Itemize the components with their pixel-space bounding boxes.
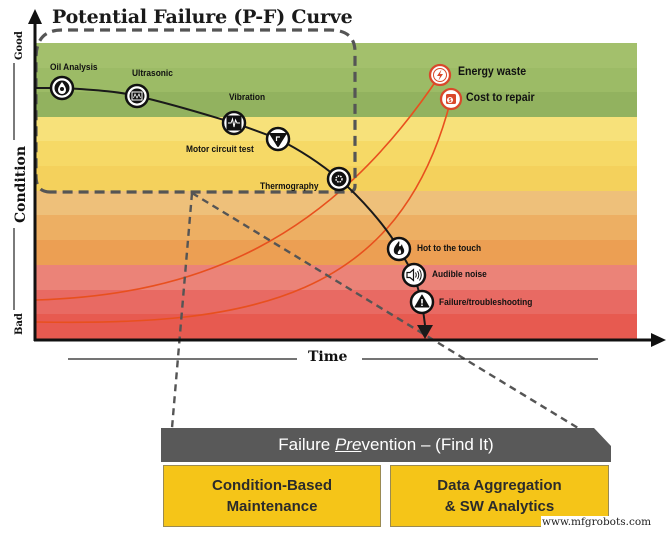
y-axis-good-label: Good [14,31,25,60]
band-orange-2 [36,215,637,240]
label-oil-analysis: Oil Analysis [50,62,98,73]
box-line-1: Data Aggregation [437,477,562,494]
speaker-icon [401,262,427,288]
condition-based-maintenance-box: Condition-Based Maintenance [163,465,381,527]
x-axis-arrow-icon [651,333,666,347]
label-motor-circuit-test: Motor circuit test [186,144,254,155]
banner-text: Failure Prevention – (Find It) [161,428,611,462]
warning-icon [409,289,435,315]
energy-waste-curve [35,74,441,301]
label-ultrasonic: Ultrasonic [132,68,173,79]
banner-emphasis: Pre [334,435,362,454]
band-red-2 [36,290,637,314]
lightning-icon [428,63,452,87]
box-line-2: Maintenance [226,498,318,515]
label-audible-noise: Audible noise [432,269,487,280]
prevention-zone-dashed-box [34,28,357,194]
band-green-1 [36,43,637,68]
box-line-1: Condition-Based [212,477,332,494]
flame-icon [386,236,412,262]
watermark: www.mfgrobots.com [541,516,653,528]
band-orange-3 [36,240,637,265]
y-axis-bad-label: Bad [14,313,25,335]
vibration-icon [221,110,247,136]
condition-bands [36,43,637,339]
data-aggregation-box: Data Aggregation & SW Analytics [390,465,609,527]
label-energy-waste: Energy waste [458,64,527,78]
band-yellow-2 [36,141,637,166]
thermography-icon [326,166,352,192]
failure-prevention-banner: Failure Prevention – (Find It) [161,428,611,462]
band-yellow-1 [36,117,637,141]
motor-circuit-icon [265,126,291,152]
banner-suffix: vention – (Find It) [361,435,494,454]
label-vibration: Vibration [229,92,266,103]
x-axis-label: Time [308,349,348,365]
dashed-connector-right [191,191,579,430]
oil-drop-icon [49,75,75,101]
label-hot-to-the-touch: Hot to the touch [417,243,482,254]
y-axis-label: Condition [13,145,29,223]
band-red-1 [36,265,637,290]
y-axis-arrow-icon [28,9,42,24]
failure-arrow-icon [417,325,433,339]
label-cost-to-repair: Cost to repair [466,90,535,104]
chart-title: Potential Failure (P-F) Curve [52,6,353,28]
ultrasonic-icon [124,83,150,109]
dashed-connector-left [170,192,194,429]
svg-text:$: $ [449,98,452,104]
label-thermography: Thermography [260,181,319,192]
band-red-3 [36,314,637,339]
band-green-2 [36,68,637,92]
label-failure-troubleshooting: Failure/troubleshooting [439,297,533,308]
banner-prefix: Failure [278,435,335,454]
money-icon: $ [439,87,463,111]
cost-to-repair-curve [35,98,452,324]
box-line-2: & SW Analytics [444,498,555,515]
